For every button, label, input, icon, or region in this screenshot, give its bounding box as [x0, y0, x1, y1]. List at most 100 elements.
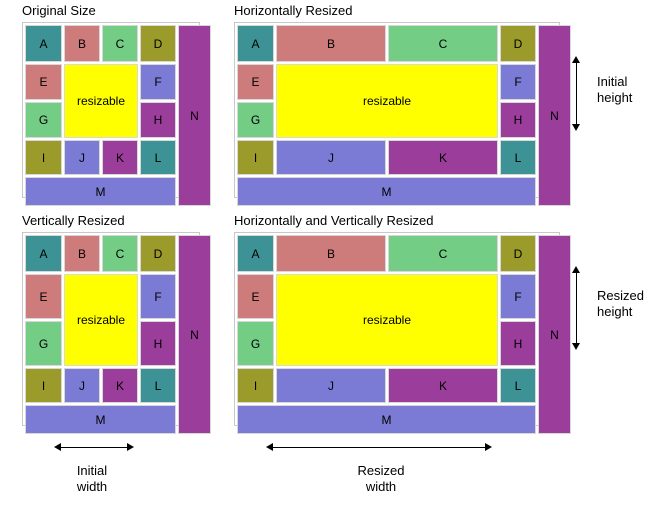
cell-c[interactable]: C: [102, 25, 138, 62]
cell-label-c: C: [438, 246, 448, 261]
resized-height-line: [576, 272, 577, 344]
initial-height-arrow-down: [572, 124, 580, 131]
cell-label-h: H: [153, 113, 163, 127]
cell-label-m: M: [95, 412, 106, 427]
resized-width-arrow-left: [266, 443, 273, 451]
cell-resizable[interactable]: resizable: [64, 64, 138, 138]
cell-i[interactable]: I: [25, 368, 62, 403]
cell-b[interactable]: B: [64, 235, 100, 272]
cell-b[interactable]: B: [276, 25, 386, 62]
resized-width-line: [272, 447, 486, 448]
cell-g[interactable]: G: [237, 321, 274, 366]
cell-label-j: J: [79, 378, 85, 393]
cell-l[interactable]: L: [500, 368, 536, 403]
cell-label-h: H: [153, 336, 163, 351]
cell-e[interactable]: E: [237, 64, 274, 100]
cell-resizable[interactable]: resizable: [276, 64, 498, 138]
cell-k[interactable]: K: [102, 368, 138, 403]
cell-g[interactable]: G: [25, 102, 62, 138]
cell-m[interactable]: M: [237, 405, 536, 434]
cell-label-e: E: [251, 289, 260, 304]
cell-j[interactable]: J: [276, 140, 386, 175]
cell-k[interactable]: K: [102, 140, 138, 175]
cell-i[interactable]: I: [25, 140, 62, 175]
cell-label-b: B: [326, 246, 335, 261]
cell-k[interactable]: K: [388, 368, 498, 403]
cell-label-j: J: [79, 150, 85, 165]
cell-c[interactable]: C: [102, 235, 138, 272]
initial-height-line: [576, 62, 577, 125]
cell-resizable[interactable]: resizable: [64, 274, 138, 366]
cell-e[interactable]: E: [25, 64, 62, 100]
cell-h[interactable]: H: [500, 102, 536, 138]
cell-label-m: M: [95, 184, 106, 199]
panel-title-both: Horizontally and Vertically Resized: [234, 213, 434, 228]
cell-f[interactable]: F: [140, 64, 176, 100]
cell-d[interactable]: D: [140, 235, 176, 272]
resized-height-label: Resized height: [597, 288, 644, 319]
cell-label-f: F: [154, 289, 162, 304]
cell-label-g: G: [250, 113, 261, 127]
cell-e[interactable]: E: [237, 274, 274, 319]
cell-a[interactable]: A: [237, 25, 274, 62]
cell-c[interactable]: C: [388, 25, 498, 62]
initial-width-line: [60, 447, 128, 448]
cell-l[interactable]: L: [140, 140, 176, 175]
cell-f[interactable]: F: [140, 274, 176, 319]
cell-label-h: H: [513, 336, 523, 351]
cell-n[interactable]: N: [178, 25, 211, 206]
cell-f[interactable]: F: [500, 64, 536, 100]
cell-label-l: L: [154, 150, 162, 165]
cell-b[interactable]: B: [276, 235, 386, 272]
cell-f[interactable]: F: [500, 274, 536, 319]
resized-height-arrow-up: [572, 266, 580, 273]
cell-label-i: I: [41, 150, 46, 165]
cell-b[interactable]: B: [64, 25, 100, 62]
cell-label-e: E: [39, 75, 48, 89]
panel-title-vertical: Vertically Resized: [22, 213, 125, 228]
cell-g[interactable]: G: [25, 321, 62, 366]
cell-h[interactable]: H: [140, 102, 176, 138]
cell-n[interactable]: N: [178, 235, 211, 434]
cell-label-b: B: [326, 36, 335, 51]
cell-n[interactable]: N: [538, 235, 571, 434]
initial-width-arrow-right: [127, 443, 134, 451]
cell-label-c: C: [438, 36, 448, 51]
cell-h[interactable]: H: [140, 321, 176, 366]
cell-j[interactable]: J: [64, 140, 100, 175]
cell-i[interactable]: I: [237, 368, 274, 403]
cell-m[interactable]: M: [237, 177, 536, 206]
initial-height-label: Initial height: [597, 74, 633, 105]
cell-label-k: K: [438, 378, 447, 393]
cell-m[interactable]: M: [25, 405, 176, 434]
cell-label-m: M: [381, 412, 392, 427]
cell-label-e: E: [251, 75, 260, 89]
cell-label-n: N: [550, 327, 559, 342]
cell-a[interactable]: A: [25, 25, 62, 62]
cell-m[interactable]: M: [25, 177, 176, 206]
cell-l[interactable]: L: [140, 368, 176, 403]
cell-a[interactable]: A: [25, 235, 62, 272]
cell-label-resizable: resizable: [362, 94, 412, 108]
cell-d[interactable]: D: [140, 25, 176, 62]
cell-l[interactable]: L: [500, 140, 536, 175]
cell-a[interactable]: A: [237, 235, 274, 272]
cell-j[interactable]: J: [276, 368, 386, 403]
cell-j[interactable]: J: [64, 368, 100, 403]
cell-c[interactable]: C: [388, 235, 498, 272]
cell-d[interactable]: D: [500, 235, 536, 272]
cell-d[interactable]: D: [500, 25, 536, 62]
cell-k[interactable]: K: [388, 140, 498, 175]
cell-e[interactable]: E: [25, 274, 62, 319]
cell-g[interactable]: G: [237, 102, 274, 138]
cell-resizable[interactable]: resizable: [276, 274, 498, 366]
cell-label-e: E: [39, 289, 48, 304]
cell-label-l: L: [514, 378, 522, 393]
cell-h[interactable]: H: [500, 321, 536, 366]
cell-i[interactable]: I: [237, 140, 274, 175]
cell-label-j: J: [328, 150, 334, 165]
cell-label-l: L: [154, 378, 162, 393]
cell-label-d: D: [513, 36, 523, 51]
cell-n[interactable]: N: [538, 25, 571, 206]
cell-label-n: N: [550, 108, 559, 123]
